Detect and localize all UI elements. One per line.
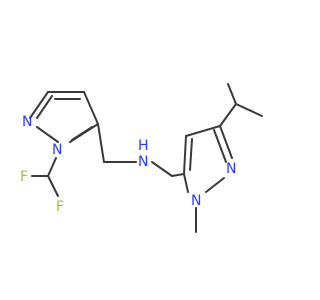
- bond: [219, 125, 233, 159]
- bond-lines: [29, 83, 263, 233]
- bond: [185, 125, 221, 137]
- bond: [183, 135, 187, 175]
- bond: [71, 126, 93, 141]
- atom-n-ring2-b: N: [191, 193, 201, 209]
- bond: [47, 157, 57, 177]
- bond: [83, 91, 99, 125]
- bond: [205, 177, 225, 193]
- bond: [47, 175, 59, 197]
- atom-n-ring1-a: N: [22, 114, 32, 130]
- atom-amine-h: H: [138, 138, 149, 154]
- atom-f-top: F: [20, 169, 28, 185]
- atom-f-bottom: F: [56, 199, 64, 215]
- bond: [171, 173, 185, 177]
- bond: [183, 173, 189, 193]
- bond: [36, 95, 53, 119]
- atom-n-ring1-b: N: [52, 142, 62, 158]
- atom-n-ring2-a: N: [226, 161, 236, 177]
- bond: [219, 103, 237, 127]
- atom-amine-n: N: [138, 154, 148, 170]
- molecule-structure: N N F F N H N N: [20, 83, 263, 233]
- bond: [36, 126, 59, 143]
- bond: [97, 123, 105, 163]
- bond: [151, 161, 173, 177]
- bond: [29, 91, 49, 119]
- atom-labels: N N F F N H N N: [20, 114, 236, 215]
- bond: [189, 138, 193, 171]
- bond: [235, 103, 263, 117]
- bond: [213, 129, 227, 163]
- bond: [227, 83, 237, 105]
